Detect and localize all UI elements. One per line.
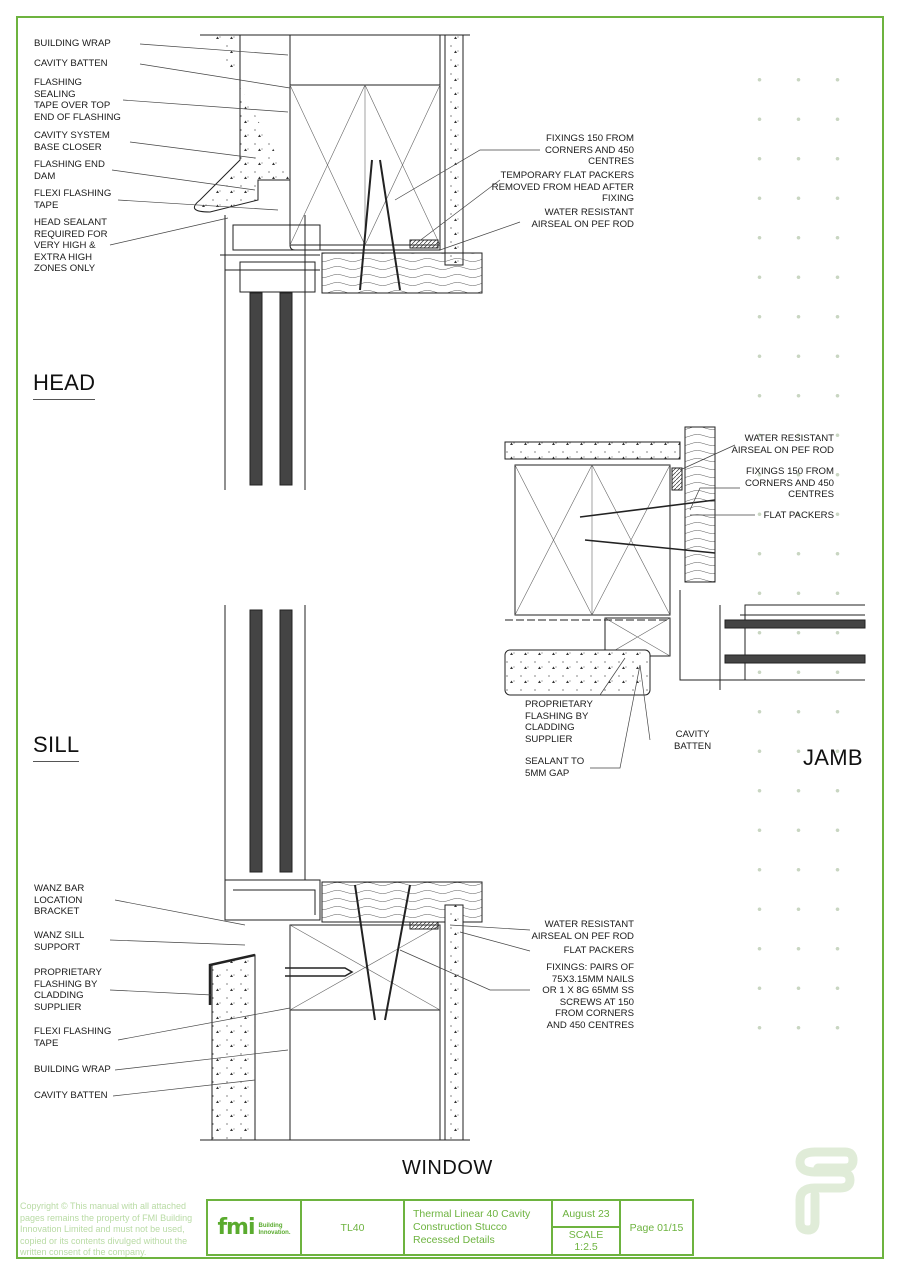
drawing-code: TL40 bbox=[300, 1199, 405, 1256]
label-flat-packers-jamb: FLAT PACKERS bbox=[763, 510, 834, 521]
label-cavity-batten-sill: CAVITY BATTEN bbox=[34, 1090, 108, 1101]
label-flexi-flashing-tape-sill: FLEXI FLASHING TAPE bbox=[34, 1026, 112, 1049]
logo-text: fmi bbox=[217, 1215, 255, 1240]
dot-grid-decoration bbox=[740, 60, 840, 1060]
page-number: Page 01/15 bbox=[619, 1199, 694, 1256]
drawing-date: August 23 bbox=[551, 1199, 621, 1228]
section-title-head: HEAD bbox=[33, 370, 96, 400]
label-flexi-flashing-tape-head: FLEXI FLASHING TAPE bbox=[34, 188, 112, 211]
label-proprietary-flashing-sill: PROPRIETARY FLASHING BY CLADDING SUPPLIE… bbox=[34, 967, 102, 1013]
label-sealant-5mm-gap: SEALANT TO 5mm GAP bbox=[525, 756, 585, 779]
label-proprietary-flashing-jamb: PROPRIETARY FLASHING BY CLADDING SUPPLIE… bbox=[525, 699, 593, 745]
label-airseal-jamb: WATER RESISTANT AIRSEAL ON PEF ROD bbox=[731, 433, 834, 456]
drawing-scale: SCALE 1:2.5 bbox=[551, 1226, 621, 1256]
label-wanz-bar-bracket: WANZ BAR LOCATION BRACKET bbox=[34, 883, 85, 918]
drawing-title: WINDOW bbox=[402, 1157, 493, 1179]
drawing-description: Thermal Linear 40 Cavity Construction St… bbox=[403, 1199, 553, 1256]
label-airseal-sill: WATER RESISTANT AIRSEAL ON PEF ROD bbox=[531, 919, 634, 942]
label-temporary-flat-packers: TEMPORARY FLAT PACKERS REMOVED FROM HEAD… bbox=[491, 170, 634, 205]
fmi-logo: fmi Building Innovation. bbox=[206, 1199, 302, 1256]
label-wanz-sill-support: WANZ SILL SUPPORT bbox=[34, 930, 85, 953]
section-title-jamb: JAMB bbox=[803, 745, 863, 770]
label-head-sealant: HEAD SEALANT REQUIRED FOR VERY HIGH & EX… bbox=[34, 217, 108, 275]
label-flashing-sealing-tape: FLASHING SEALING TAPE OVER TOP END OF FL… bbox=[34, 77, 121, 123]
fmi-watermark-icon bbox=[795, 1147, 858, 1235]
label-fixings-sill: FIXINGS: PAIRS OF 75x3.15mm NAILS OR 1 X… bbox=[542, 962, 634, 1031]
label-airseal-head: WATER RESISTANT AIRSEAL ON PEF ROD bbox=[531, 207, 634, 230]
label-flat-packers-sill: FLAT PACKERS bbox=[563, 945, 634, 956]
label-cavity-system-base-closer: CAVITY SYSTEM BASE CLOSER bbox=[34, 130, 110, 153]
label-building-wrap-sill: BUILDING WRAP bbox=[34, 1064, 111, 1075]
label-building-wrap-head: BUILDING WRAP bbox=[34, 38, 111, 49]
label-cavity-batten-head: CAVITY BATTEN bbox=[34, 58, 108, 69]
label-fixings-head: FIXINGS 150 FROM CORNERS AND 450 CENTRES bbox=[544, 133, 634, 168]
section-title-sill: SILL bbox=[33, 732, 80, 762]
label-cavity-batten-jamb: CAVITY BATTEN bbox=[674, 729, 712, 752]
label-fixings-jamb: FIXINGS 150 FROM CORNERS AND 450 CENTRES bbox=[744, 466, 834, 501]
copyright-notice: Copyright © This manual with all attache… bbox=[20, 1201, 193, 1257]
logo-subtext: Building Innovation. bbox=[258, 1222, 291, 1236]
page-border bbox=[16, 16, 884, 1259]
label-flashing-end-dam: FLASHING END DAM bbox=[34, 159, 105, 182]
